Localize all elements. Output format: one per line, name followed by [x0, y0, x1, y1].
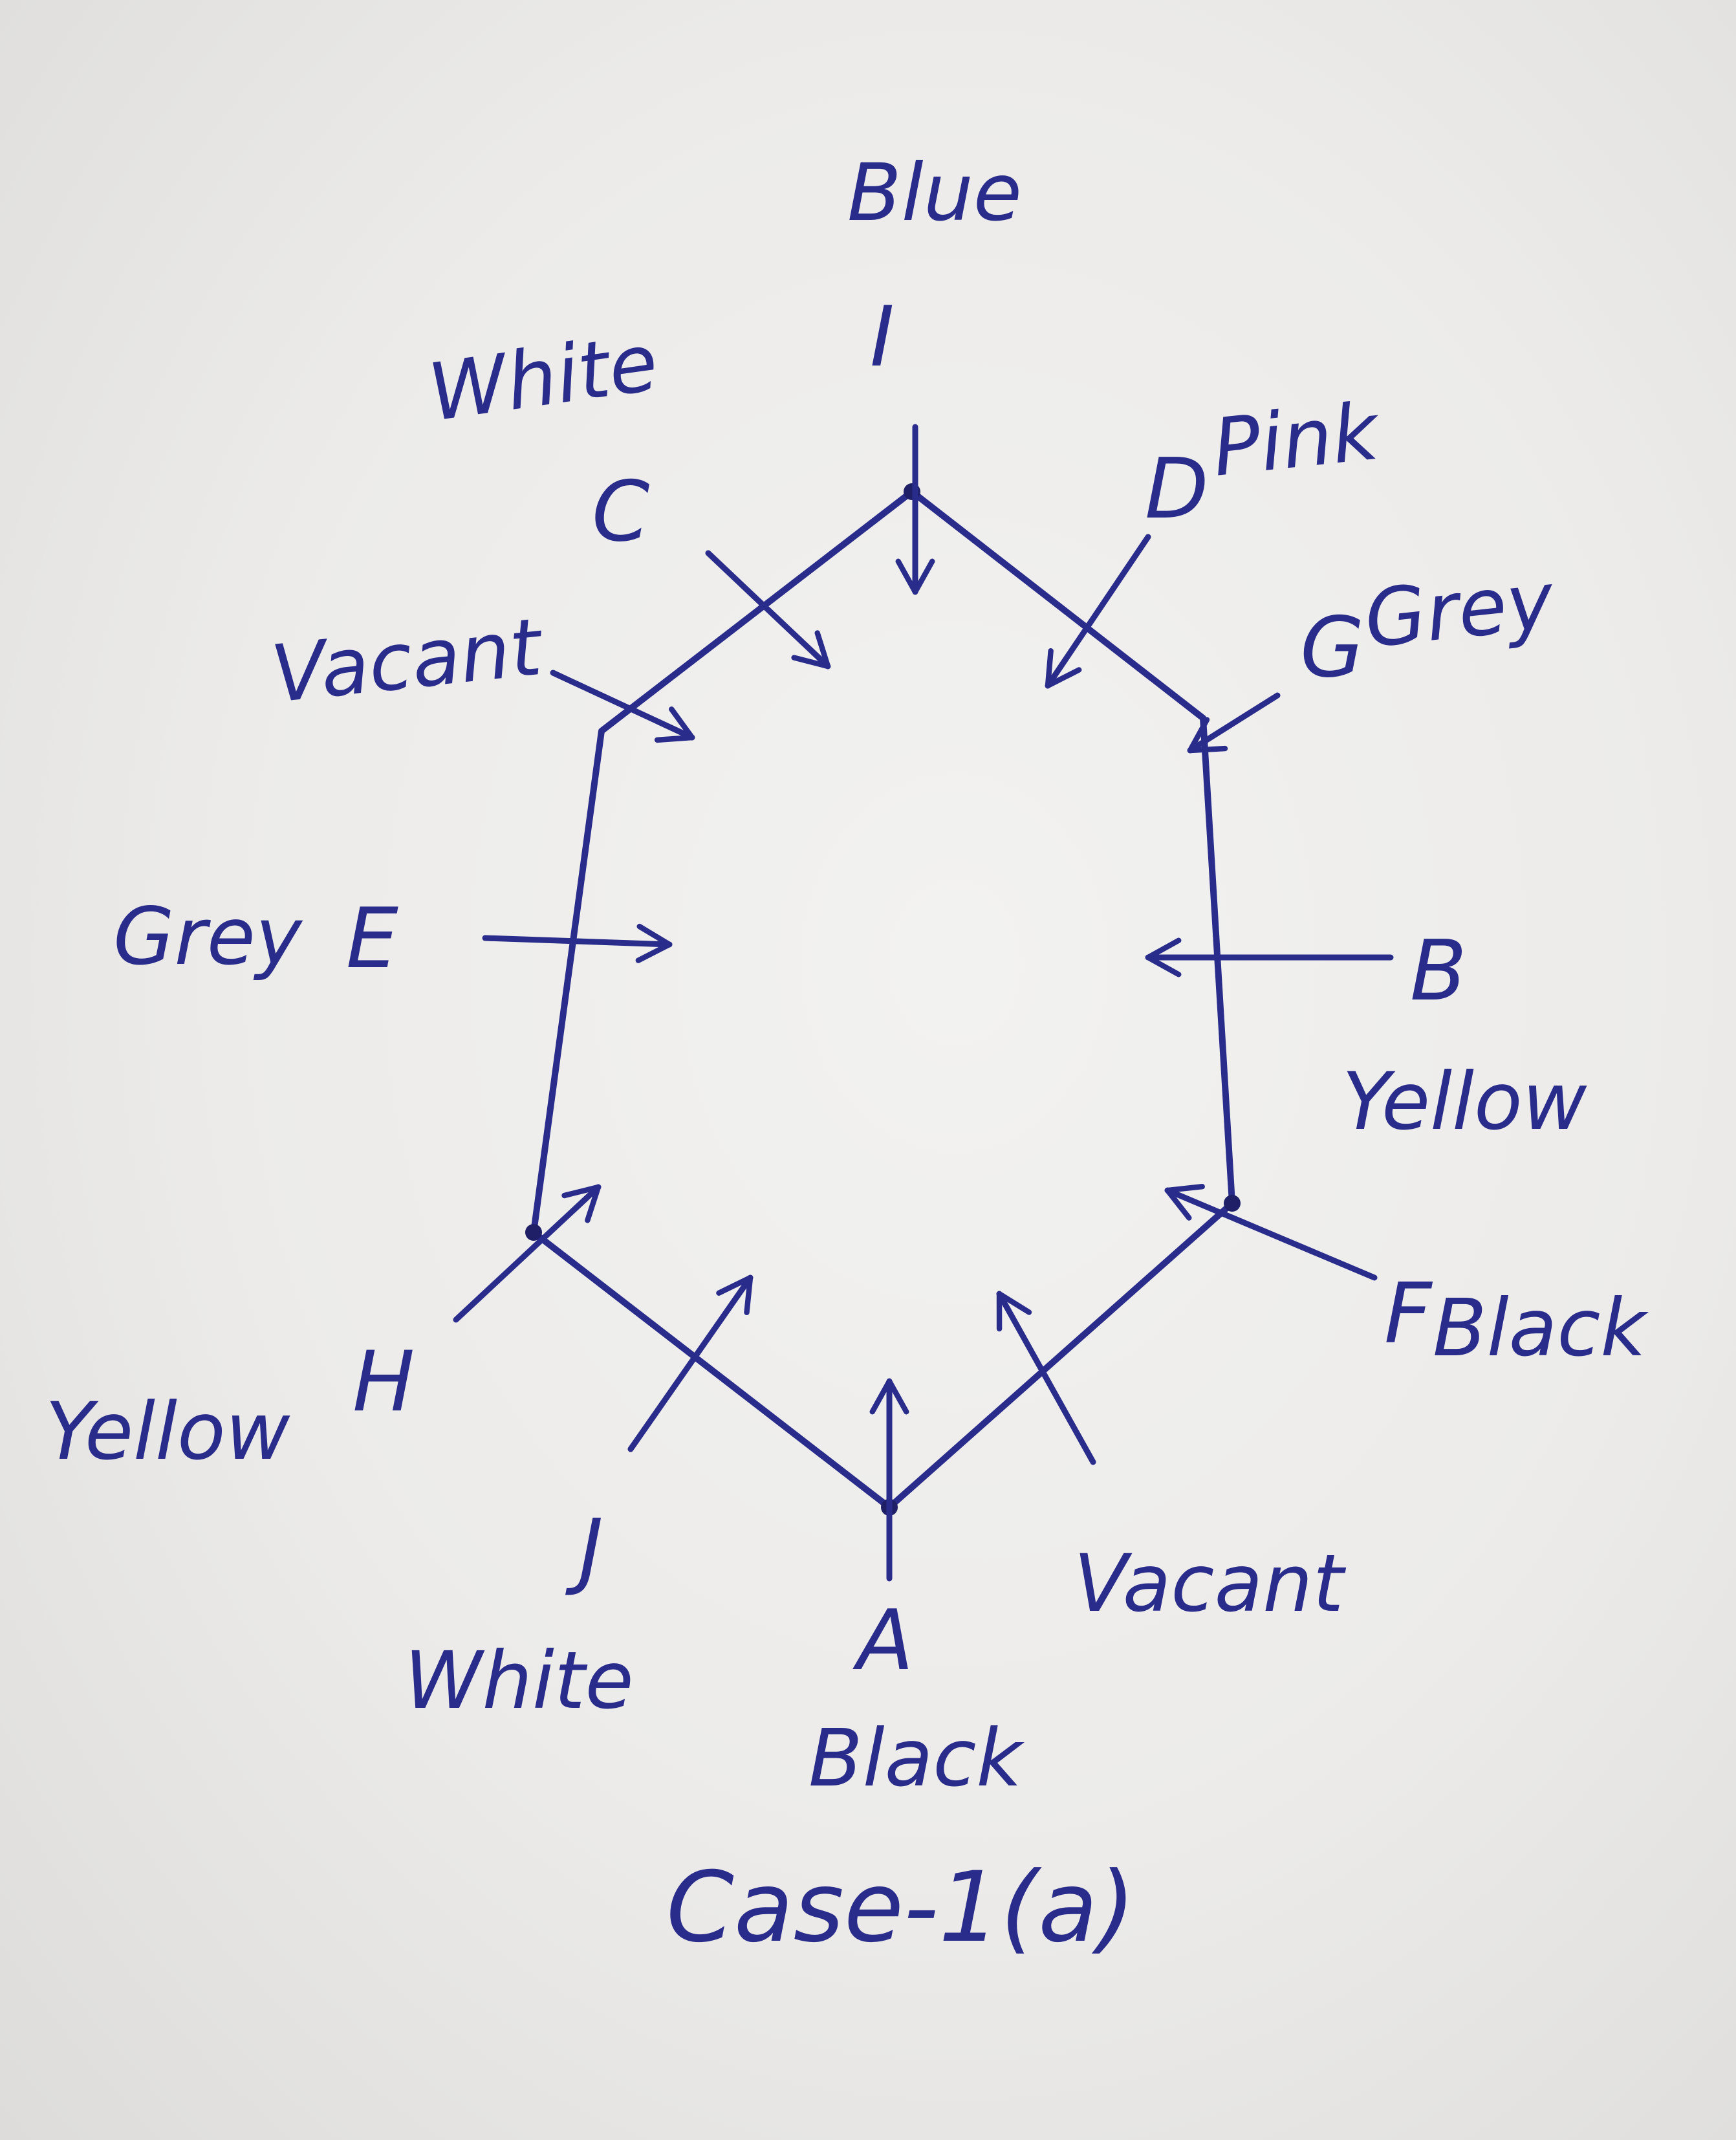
seat-F-letter: F	[1384, 1266, 1433, 1362]
seat-I-letter: I	[870, 289, 895, 386]
vertex-dot	[525, 1224, 542, 1241]
seat-A-color: Black	[808, 1712, 1025, 1804]
arrow-C	[705, 550, 831, 670]
arrow-vacant-upper	[550, 670, 695, 743]
seat-I-color: Blue	[847, 147, 1022, 239]
arrow-D	[1045, 534, 1151, 689]
vertex-dot	[1224, 1195, 1241, 1212]
arrow-E	[482, 923, 673, 963]
arrow-J	[627, 1274, 754, 1452]
seat-F-color: Black	[1433, 1282, 1649, 1374]
seat-C-letter: C	[592, 464, 649, 560]
seat-B-color: Yellow	[1342, 1056, 1587, 1148]
seat-A-letter: A	[852, 1593, 914, 1689]
seat-D-color: Pink	[1208, 385, 1385, 494]
seat-J-color: White	[404, 1635, 634, 1727]
arrow-G	[1187, 692, 1281, 754]
seat-B-letter: B	[1410, 923, 1467, 1020]
seat-J-letter: J	[565, 1502, 603, 1599]
seat-H-color: Yellow	[45, 1386, 290, 1478]
vacant-lower-label: Vacant	[1074, 1538, 1347, 1630]
seat-H-letter: H	[353, 1334, 415, 1430]
arrow-H	[453, 1184, 602, 1323]
arrow-vacant-lower	[996, 1291, 1096, 1465]
seat-E-letter: E	[346, 891, 398, 987]
seat-G-color: Grey	[1360, 554, 1559, 666]
hexagon-table	[530, 488, 1235, 1511]
seat-G-letter: G	[1300, 600, 1364, 696]
diagram-caption: Case-1(a)	[666, 1851, 1136, 1964]
arrow-F	[1164, 1183, 1378, 1281]
vacant-upper-label: Vacant	[267, 601, 548, 721]
seat-E-color: Grey	[113, 891, 303, 983]
seat-C-color: White	[423, 316, 663, 439]
seat-D-letter: D	[1145, 441, 1209, 538]
